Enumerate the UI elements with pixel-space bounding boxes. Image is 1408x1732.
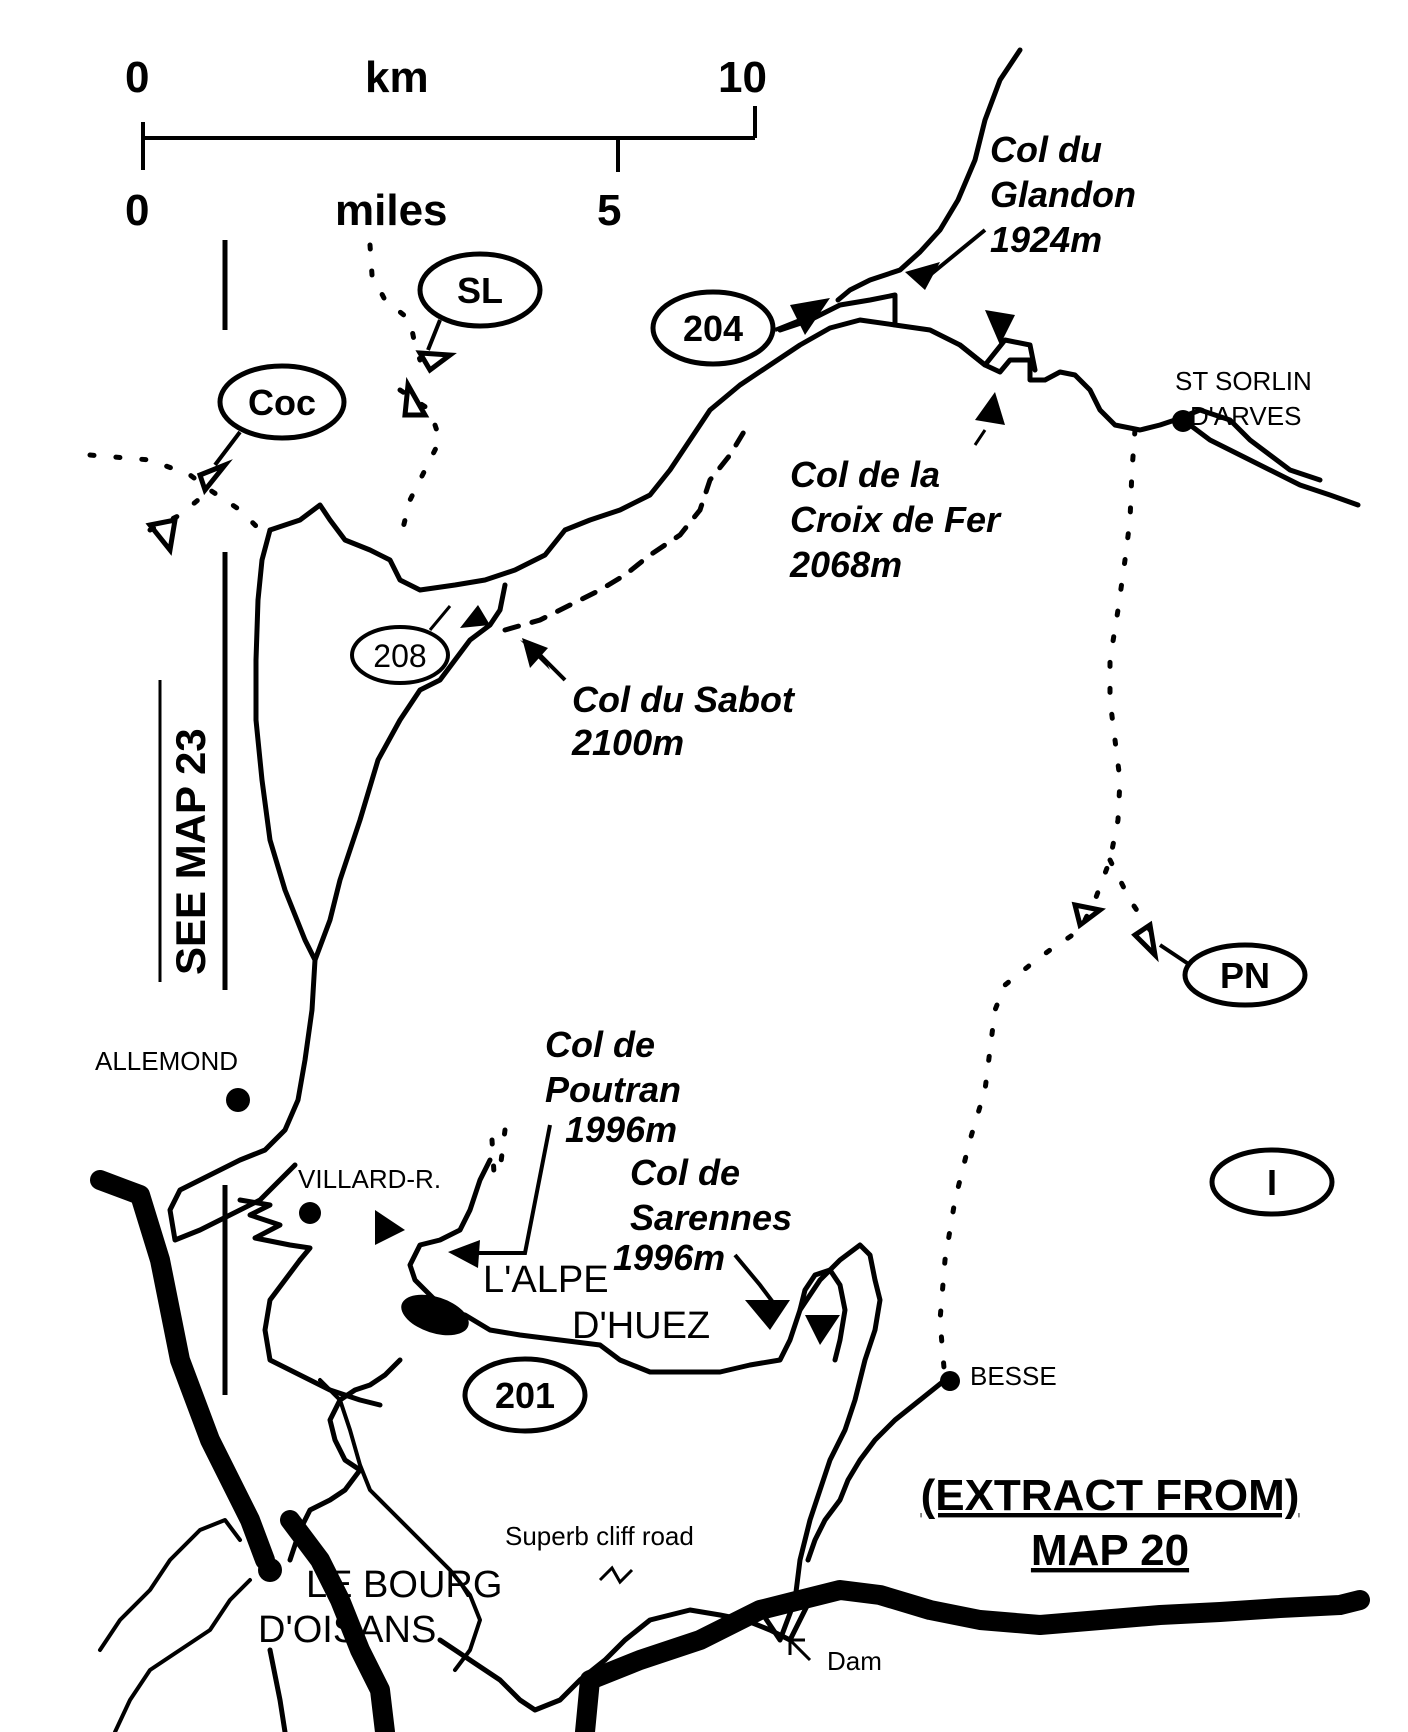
st-sorlin-label-2: D'ARVES [1190,401,1301,431]
croix-label-2: Croix de Fer [790,499,1002,540]
sabot-pass-marker [460,605,490,628]
km-zero: 0 [125,53,149,102]
poutran-label-1: Col de [545,1024,655,1065]
alpe-dhuez-town-blob [401,1294,469,1336]
badge-coc [217,363,347,441]
pass-markers [145,228,1192,1585]
dam-label: Dam [827,1646,882,1676]
glandon-label-1: Col du [990,129,1102,170]
badge-coc-label: Coc [248,382,316,423]
pass-labels: Col du Glandon 1924m Col de la Croix de … [545,129,1136,1278]
badge-208 [350,625,450,685]
villard-dot [299,1202,321,1224]
badge-sl [417,251,543,329]
badge-pn-label: PN [1220,955,1270,996]
allemond-dot [226,1088,250,1112]
miles-five: 5 [597,186,621,235]
annotations: SEE MAP 23 Superb cliff road Dam (EXTRAC… [158,680,1300,1676]
footpaths [87,242,1153,1383]
town-markers [226,410,1194,1582]
badge-204-label: 204 [683,308,743,349]
st-sorlin-dot [1172,410,1194,432]
scale-bar: 0 km 10 0 miles 5 [125,53,767,235]
le-bourg-dot [258,1558,282,1582]
villard-label: VILLARD-R. [298,1164,441,1194]
badge-201 [462,1356,588,1434]
sarennes-label-1: Col de [630,1152,740,1193]
croix-de-fer-marker-upper [985,310,1015,345]
map-20-label: MAP 20 [1031,1526,1189,1575]
croix-label-1: Col de la [790,454,940,495]
secondary-roads [98,47,1361,1732]
poutran-label-2: Poutran [545,1069,681,1110]
km-unit-label: km [365,53,429,102]
main-valley-roads [90,1170,1370,1732]
route-badges: SL Coc 204 208 201 PN I [217,251,1335,1434]
glandon-label-3: 1924m [990,219,1102,260]
sarennes-label-2: Sarennes [630,1197,792,1238]
st-sorlin-label-1: ST SORLIN [1175,366,1312,396]
badge-201-label: 201 [495,1375,555,1416]
alpe-dhuez-label-2: D'HUEZ [572,1305,710,1347]
see-map-23-label: SEE MAP 23 [167,728,214,975]
besse-dot [940,1371,960,1391]
croix-label-3: 2068m [789,544,902,585]
glandon-pass-marker [905,262,940,290]
sabot-label-2: 2100m [571,722,684,763]
badge-i [1209,1147,1335,1217]
sarennes-label-3: 1996m [613,1237,725,1278]
besse-label: BESSE [970,1361,1057,1391]
glandon-label-2: Glandon [990,174,1136,215]
alpe-dhuez-label-1: L'ALPE [483,1259,609,1301]
miles-zero: 0 [125,186,149,235]
poutran-marker [375,1210,405,1245]
allemond-label: ALLEMOND [95,1046,238,1076]
cliff-road-label: Superb cliff road [505,1521,694,1551]
le-bourg-label-2: D'OISANS [258,1609,436,1651]
km-ten: 10 [718,53,767,102]
sarennes-marker [805,1315,840,1345]
badge-pn [1182,942,1308,1008]
sarennes-arrow [745,1300,790,1330]
badge-204 [650,289,776,367]
badge-sl-label: SL [457,270,503,311]
sl-viewpoint-marker [415,350,457,374]
poutran-label-3: 1996m [565,1109,677,1150]
town-labels: ST SORLIN D'ARVES ALLEMOND VILLARD-R. L'… [95,366,1312,1651]
pn-viewpoint-marker [1071,901,1106,930]
extract-from-label: (EXTRACT FROM) [921,1471,1300,1520]
miles-unit-label: miles [335,186,448,235]
croix-de-fer-marker [975,392,1005,425]
coc-viewpoint-marker [196,459,233,496]
le-bourg-label-1: LE BOURG [306,1564,502,1606]
badge-208-label: 208 [373,638,426,674]
badge-i-label: I [1267,1162,1277,1203]
poutran-arrow [448,1240,480,1268]
sabot-label-1: Col du Sabot [572,679,796,720]
